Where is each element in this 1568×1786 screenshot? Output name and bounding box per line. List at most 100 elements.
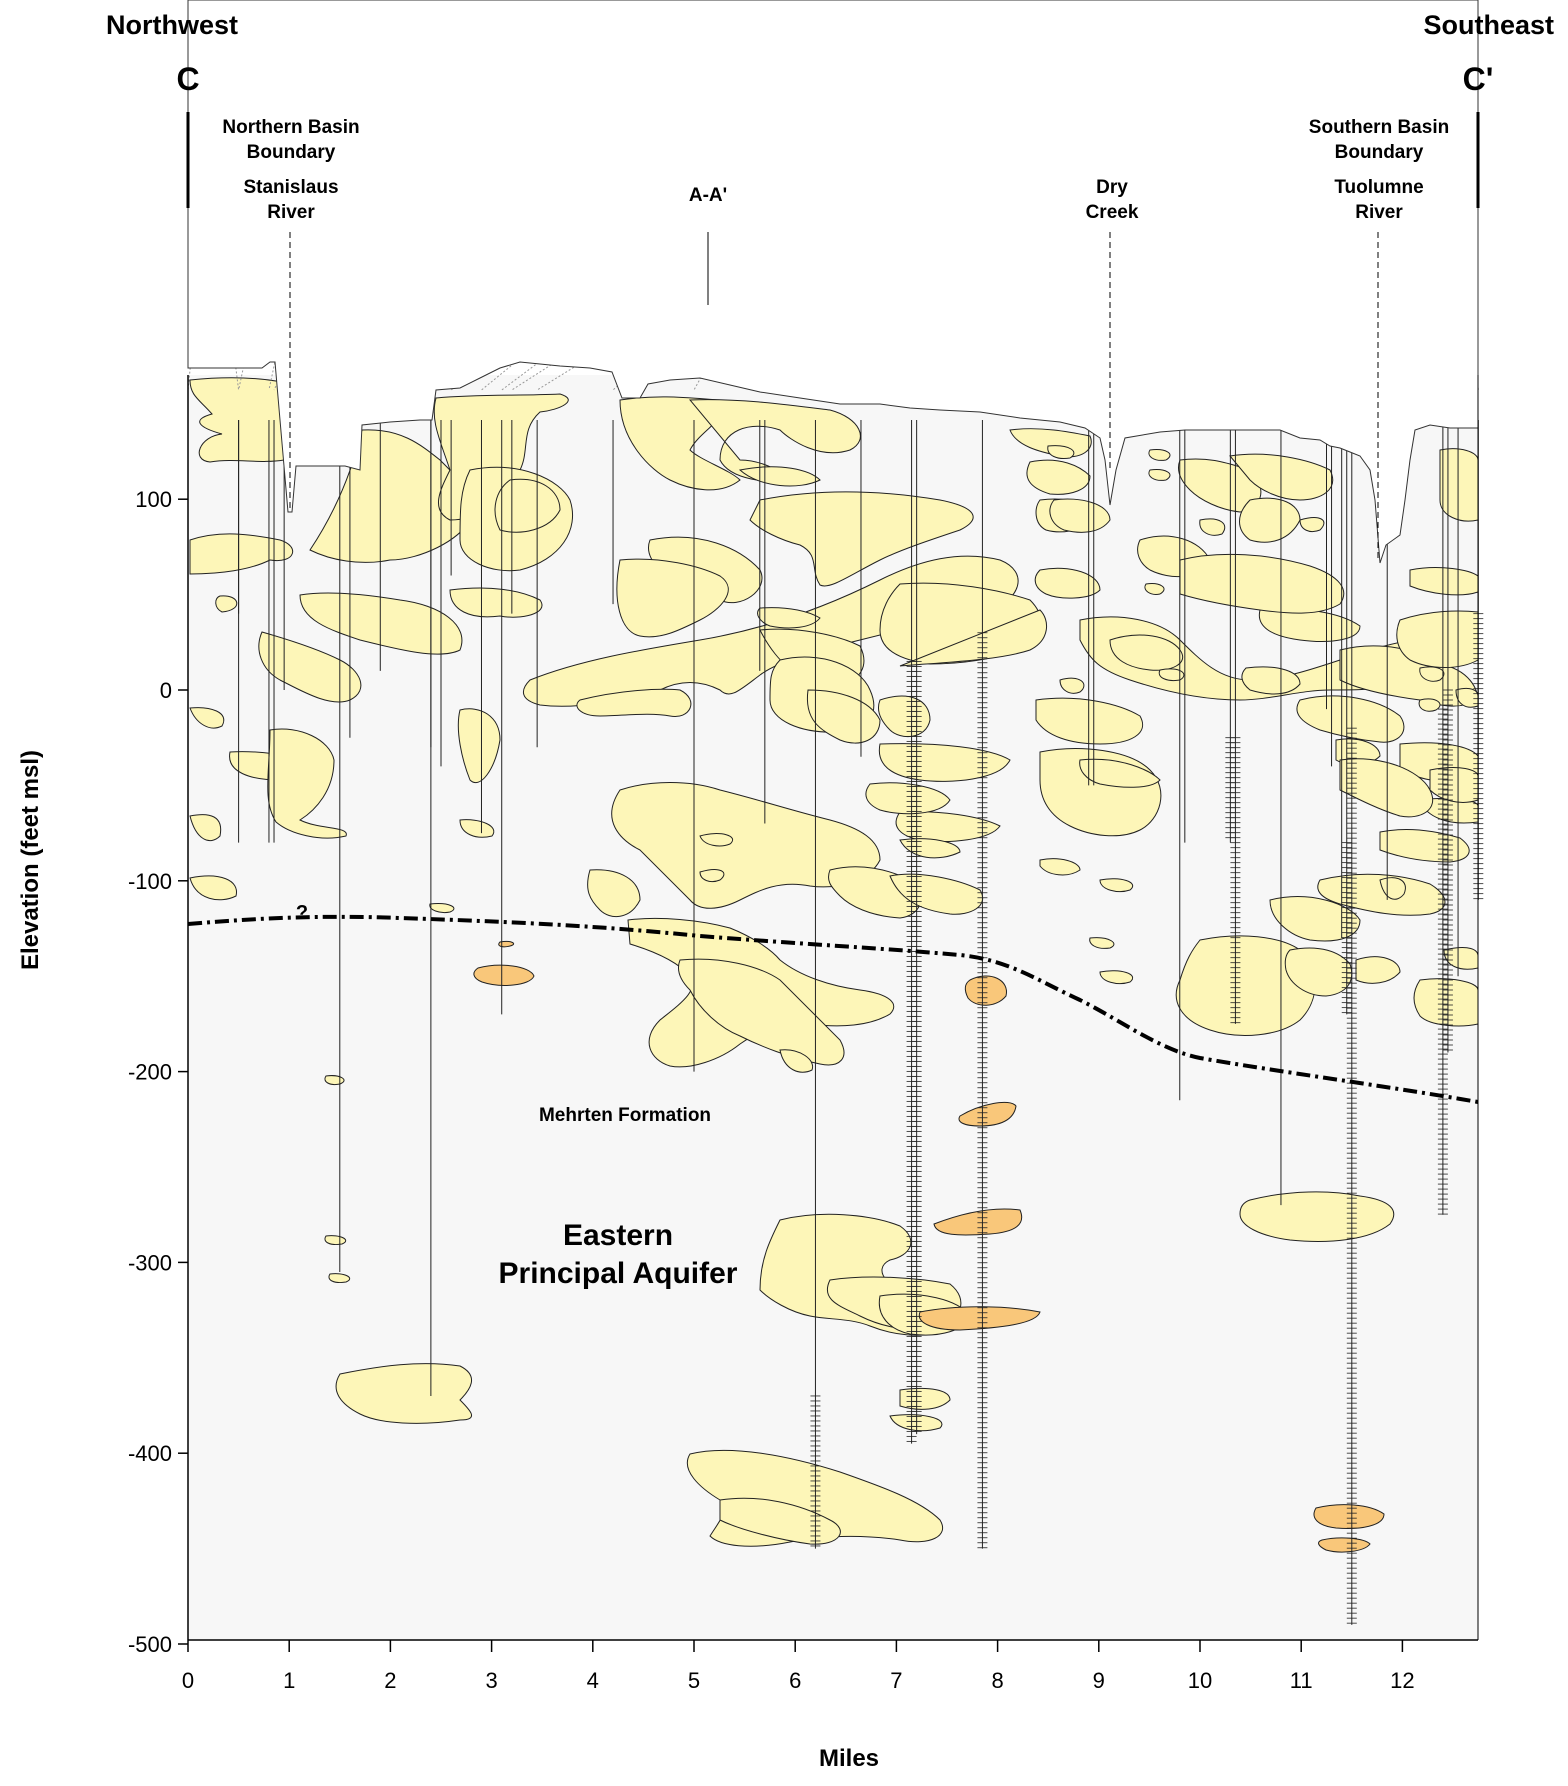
dry-creek-label-1: Dry (1096, 177, 1128, 198)
coarse-lens (958, 1101, 1017, 1127)
sand-gravel-lens (189, 533, 294, 575)
sand-gravel-lens (1396, 610, 1479, 668)
sand-gravel-lens (324, 1075, 345, 1085)
y-tick-label: 0 (160, 678, 172, 703)
stanislaus-label-2: River (267, 202, 315, 223)
sand-gravel-lens (899, 838, 961, 859)
sand-gravel-lens (1034, 567, 1101, 599)
sand-gravel-lens (1049, 498, 1111, 533)
sand-gravel-lens (719, 1497, 841, 1545)
sand-gravel-lens (1299, 517, 1325, 533)
sand-gravel-lens (457, 708, 501, 783)
coarse-lens (964, 975, 1007, 1006)
left-direction-label: Northwest (106, 10, 238, 40)
sand-gravel-lens (1039, 858, 1081, 876)
southern-boundary-label-2: Boundary (1335, 142, 1424, 163)
sand-gravel-lens (1317, 873, 1446, 916)
sand-gravel-lens (1199, 518, 1226, 536)
sand-gravel-lens (1179, 553, 1345, 614)
mehrten-formation-label: Mehrten Formation (539, 1105, 711, 1126)
coarse-lens (1313, 1504, 1385, 1529)
sand-gravel-lens (1284, 947, 1353, 997)
sand-gravel-lens (1109, 634, 1183, 671)
sand-gravel-lens (328, 1273, 351, 1283)
sand-gravel-lens (1144, 583, 1165, 595)
sand-gravel-lens (757, 607, 821, 629)
sand-gravel-lens (1148, 469, 1171, 481)
aquifer-label-1: Eastern (563, 1219, 673, 1252)
sand-gravel-lens (1177, 458, 1262, 513)
x-axis-label: Miles (819, 1745, 879, 1772)
sand-gravel-lens (267, 728, 347, 839)
sand-gravel-lens (699, 833, 733, 847)
coarse-lens (498, 941, 515, 948)
sand-gravel-lens (299, 592, 463, 655)
x-tick-label: 2 (384, 1668, 396, 1693)
x-tick-label: 9 (1093, 1668, 1105, 1693)
northern-boundary-label-1: Northern Basin (222, 117, 359, 138)
sand-gravel-lens (1079, 758, 1161, 788)
sand-gravel-lens (459, 819, 495, 838)
sand-gravel-lens (699, 869, 725, 883)
sand-gravel-lens (309, 429, 474, 563)
x-tick-label: 1 (283, 1668, 295, 1693)
x-tick-label: 11 (1290, 1668, 1313, 1693)
sand-gravel-lens (611, 782, 881, 909)
x-tick-label: 8 (991, 1668, 1003, 1693)
sand-gravel-lens (895, 811, 1001, 842)
x-tick-label: 12 (1390, 1668, 1414, 1693)
sand-gravel-lens (335, 1363, 472, 1424)
y-tick-label: -100 (128, 869, 172, 894)
coarse-lens (933, 1208, 1022, 1236)
right-direction-label: Southeast (1423, 10, 1554, 40)
coarse-lenses (473, 941, 1385, 1553)
sand-gravel-lens (1047, 445, 1075, 459)
sand-gravel-lens (1439, 448, 1479, 522)
sand-gravel-lens (324, 1235, 347, 1245)
sand-gravel-lens (576, 688, 692, 717)
southern-boundary-label-1: Southern Basin (1309, 117, 1449, 138)
sand-gravel-lens (1339, 758, 1434, 818)
land-surface (187, 0, 1479, 564)
x-tick-label: 0 (182, 1668, 194, 1693)
aquifer-label-2: Principal Aquifer (499, 1257, 738, 1290)
y-tick-label: -500 (128, 1632, 172, 1657)
sand-gravel-lens (1059, 677, 1085, 694)
x-tick-label: 6 (789, 1668, 801, 1693)
coarse-lens (473, 964, 535, 986)
well-leader (268, 299, 289, 391)
sand-gravel-lens (779, 1049, 814, 1073)
sand-gravel-lens (616, 558, 729, 638)
y-axis-label: Elevation (feet msl) (17, 750, 44, 970)
x-tick-label: 3 (485, 1668, 497, 1693)
y-ticks: 100 0 -100 -200 -300 -400 -500 (128, 487, 188, 1657)
sand-gravel-lens (1418, 698, 1441, 712)
x-tick-label: 4 (587, 1668, 599, 1693)
crossing-label: A-A' (689, 185, 727, 206)
sand-gravel-lens (189, 814, 222, 841)
sand-gravel-lens (215, 595, 238, 613)
sand-gravel-lens (1296, 695, 1405, 743)
sand-gravel-lens (889, 1414, 943, 1432)
sand-gravel-lens (749, 491, 974, 587)
sand-gravel-lens (429, 903, 455, 913)
question-mark-label: ? (296, 902, 308, 924)
right-section-label: C' (1463, 61, 1494, 97)
sand-gravel-lens (1026, 459, 1091, 495)
y-tick-label: 100 (135, 487, 172, 512)
sand-gravel-lens (865, 782, 951, 815)
y-tick-label: -400 (128, 1441, 172, 1466)
sand-gravel-lens (899, 609, 1048, 667)
y-tick-label: -200 (128, 1060, 172, 1085)
tuolumne-label-1: Tuolumne (1334, 177, 1423, 198)
sand-gravel-lens (189, 377, 285, 463)
sand-gravel-lens (1241, 666, 1301, 695)
y-tick-label: -300 (128, 1250, 172, 1275)
mehrten-contact-line (187, 914, 1479, 1104)
left-section-label: C (176, 61, 199, 97)
sand-gravel-lens (1099, 970, 1133, 985)
x-tick-label: 10 (1188, 1668, 1212, 1693)
dry-creek-label-2: Creek (1086, 202, 1139, 223)
